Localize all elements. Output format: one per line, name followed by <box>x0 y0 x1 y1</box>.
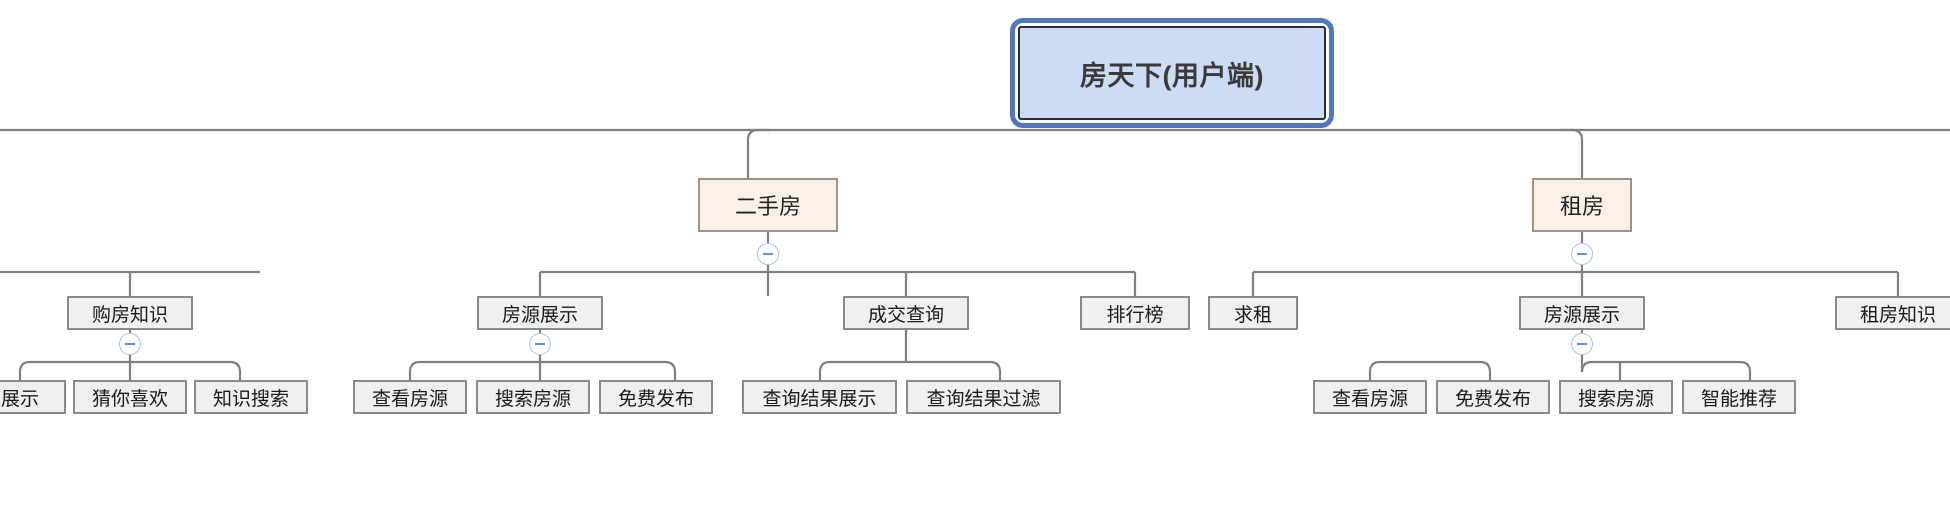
node-mianfeifabu-zufang[interactable]: 免费发布 <box>1436 380 1550 414</box>
minus-icon <box>1577 253 1587 255</box>
node-ershoufang[interactable]: 二手房 <box>698 178 838 232</box>
collapse-toggle-fangyuanzhanshi-zufang[interactable] <box>1571 333 1593 355</box>
node-qiuzu[interactable]: 求租 <box>1208 296 1298 330</box>
node-zhishisousuo[interactable]: 知识搜索 <box>194 380 308 414</box>
node-zufang[interactable]: 租房 <box>1532 178 1632 232</box>
node-fangyuanzhanshi-ershou[interactable]: 房源展示 <box>477 296 603 330</box>
node-chakanfangyuan-zufang[interactable]: 查看房源 <box>1313 380 1427 414</box>
collapse-toggle-zufang[interactable] <box>1571 243 1593 265</box>
node-chengjiaochaxun[interactable]: 成交查询 <box>843 296 969 330</box>
node-goufangzhishi[interactable]: 购房知识 <box>67 296 193 330</box>
node-zufangzhishi[interactable]: 租房知识 <box>1835 296 1950 330</box>
node-chakanfangyuan-ershou[interactable]: 查看房源 <box>353 380 467 414</box>
node-zhanshi[interactable]: 展示 <box>0 380 66 414</box>
collapse-toggle-ershoufang[interactable] <box>757 243 779 265</box>
node-chaxunjieguoguolv[interactable]: 查询结果过滤 <box>906 380 1061 414</box>
minus-icon <box>763 253 773 255</box>
node-mianfeifabu-ershou[interactable]: 免费发布 <box>599 380 713 414</box>
node-sousuofangyuan-zufang[interactable]: 搜索房源 <box>1559 380 1673 414</box>
node-root[interactable]: 房天下(用户端) <box>1018 26 1326 120</box>
collapse-toggle-fangyuanzhanshi-ershou[interactable] <box>529 333 551 355</box>
node-fangyuanzhanshi-zufang[interactable]: 房源展示 <box>1519 296 1645 330</box>
node-paihangbang[interactable]: 排行榜 <box>1080 296 1190 330</box>
root-selection-frame <box>1010 18 1334 128</box>
minus-icon <box>1577 343 1587 345</box>
collapse-toggle-goufangzhishi[interactable] <box>119 333 141 355</box>
node-cainixihuan[interactable]: 猜你喜欢 <box>73 380 187 414</box>
minus-icon <box>125 343 135 345</box>
minus-icon <box>535 343 545 345</box>
node-sousuofangyuan-ershou[interactable]: 搜索房源 <box>476 380 590 414</box>
node-chaxunjieguozhanshi[interactable]: 查询结果展示 <box>742 380 897 414</box>
node-zhinengtuijian[interactable]: 智能推荐 <box>1682 380 1796 414</box>
